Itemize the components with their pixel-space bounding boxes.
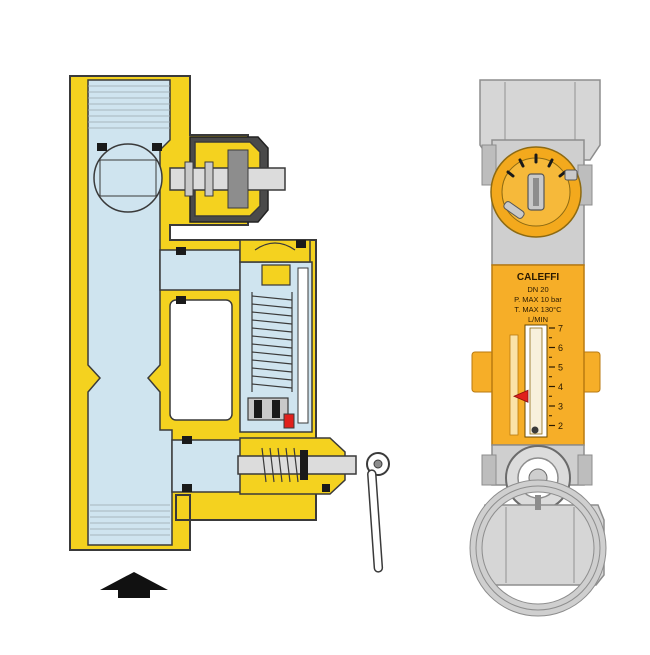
triangle-indicator-icon bbox=[512, 389, 529, 403]
scale-label: 3 bbox=[558, 402, 563, 412]
size-label: DN 20 bbox=[527, 285, 548, 294]
float-head bbox=[261, 264, 291, 286]
bottom-thread bbox=[90, 504, 170, 536]
ring-handle-inner-edge bbox=[481, 491, 595, 605]
ring-handle-edge bbox=[475, 485, 601, 611]
stem-ring bbox=[204, 161, 214, 197]
meter-tube bbox=[297, 267, 309, 424]
cross-section-view bbox=[69, 75, 390, 598]
flow-scale: 7 6 5 4 3 2 bbox=[549, 324, 563, 431]
o-ring-seals bbox=[97, 143, 330, 492]
body-lug bbox=[481, 144, 497, 186]
upper-side-port bbox=[159, 249, 241, 291]
scale-label: 2 bbox=[558, 421, 563, 431]
stem-ring bbox=[184, 161, 194, 197]
unit-label: L/MIN bbox=[528, 315, 548, 324]
knob-marks bbox=[506, 153, 567, 178]
pressure-label: P. MAX 10 bar bbox=[514, 295, 562, 304]
scale-label: 4 bbox=[558, 382, 563, 392]
up-arrow-icon bbox=[100, 572, 168, 598]
shutoff-handle-rod bbox=[367, 469, 384, 573]
shutoff-seal bbox=[300, 450, 308, 480]
front-view: CALEFFI DN 20 P. MAX 10 bar T. MAX 130°C… bbox=[469, 79, 607, 617]
body-lug bbox=[481, 454, 497, 486]
handle-pin bbox=[373, 459, 383, 469]
meter-cap bbox=[239, 239, 311, 263]
ball-bore bbox=[99, 159, 157, 197]
temperature-label: T. MAX 130°C bbox=[514, 305, 562, 314]
meter-spring bbox=[251, 292, 293, 392]
sight-tube bbox=[529, 327, 543, 435]
lower-side-port bbox=[171, 439, 243, 493]
top-thread bbox=[88, 85, 170, 129]
bypass-window bbox=[169, 299, 233, 421]
stem-packing bbox=[227, 149, 249, 209]
float-red-marker bbox=[283, 413, 295, 429]
ring-handle-outer-edge bbox=[469, 479, 607, 617]
tube-bottom-dot bbox=[531, 426, 539, 434]
brand-label: CALEFFI bbox=[517, 272, 559, 283]
panel-side-lug bbox=[471, 351, 495, 393]
scale-label: 7 bbox=[558, 324, 563, 334]
knob-slot-inner bbox=[533, 178, 539, 206]
float-seal bbox=[254, 400, 262, 418]
side-rib bbox=[509, 334, 519, 436]
body-lug bbox=[577, 454, 593, 486]
meter-cap-curve bbox=[254, 242, 296, 251]
float-seal bbox=[272, 400, 280, 418]
scale-label: 6 bbox=[558, 343, 563, 353]
shutoff-spring bbox=[261, 447, 299, 483]
scale-label: 5 bbox=[558, 363, 563, 373]
knob-lock bbox=[564, 169, 578, 181]
knob-lever bbox=[503, 201, 525, 219]
